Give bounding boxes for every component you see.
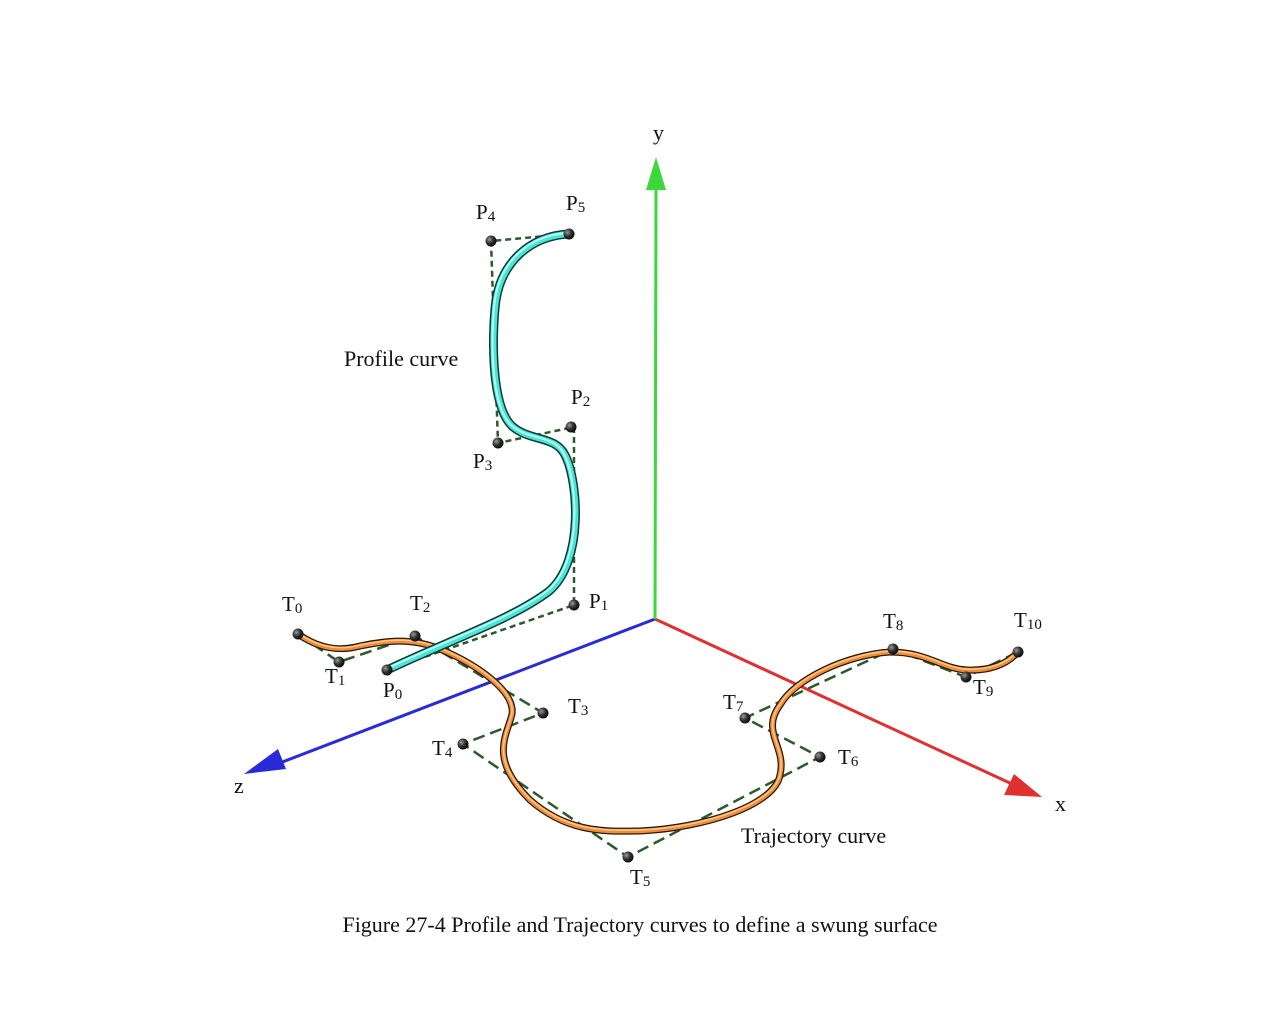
control-point-t8 [887,643,899,655]
label-t6: T6 [838,745,859,770]
trajectory-control-polygon [297,632,1019,859]
label-t2: T2 [410,591,430,616]
z-axis-label: z [234,773,244,798]
control-point-t1 [333,656,345,668]
label-p4: P4 [476,200,496,225]
z-axis-arrowhead [244,749,286,774]
control-point-t4 [457,738,469,750]
control-point-t6 [814,751,826,763]
control-point-t7 [739,712,751,724]
control-point-t2 [409,630,421,642]
control-point-p5 [563,228,575,240]
y-axis-line [653,187,658,620]
axes: y x z [234,120,1066,816]
label-t5: T5 [630,865,650,890]
control-point-p1 [568,599,580,611]
label-p5: P5 [566,191,585,216]
x-axis-arrowhead [1004,774,1042,797]
control-point-t5 [622,851,634,863]
control-point-t0 [292,628,304,640]
trajectory-control-points: T0 T1 T2 T3 T4 T5 T6 T7 T8 T9 T10 [282,591,1042,890]
label-p3: P3 [473,449,492,474]
label-p1: P1 [589,589,608,614]
label-p2: P2 [571,385,590,410]
control-point-t10 [1012,646,1024,658]
control-point-p0 [381,664,393,676]
control-point-p3 [492,437,504,449]
trajectory-curve-label: Trajectory curve [741,823,886,848]
figure-caption: Figure 27-4 Profile and Trajectory curve… [342,912,938,937]
profile-control-points: P0 P1 P2 P3 P4 P5 [381,191,608,703]
y-axis-arrowhead [646,157,666,190]
control-point-t3 [537,707,549,719]
label-t8: T8 [883,609,903,634]
y-axis-label: y [653,120,664,145]
label-t9: T9 [973,675,993,700]
label-t10: T10 [1014,608,1042,633]
profile-curve-label: Profile curve [344,346,458,371]
z-axis-line [271,617,656,768]
label-t0: T0 [282,592,302,617]
label-t4: T4 [432,736,453,761]
control-point-p4 [485,235,497,247]
x-axis-line [654,617,1013,786]
control-point-t9 [960,671,972,683]
label-t7: T7 [723,690,744,715]
control-point-p2 [565,421,577,433]
label-t1: T1 [325,664,345,689]
profile-curve [382,229,580,675]
x-axis-label: x [1055,791,1066,816]
label-p0: P0 [383,678,402,703]
label-t3: T3 [568,694,588,719]
